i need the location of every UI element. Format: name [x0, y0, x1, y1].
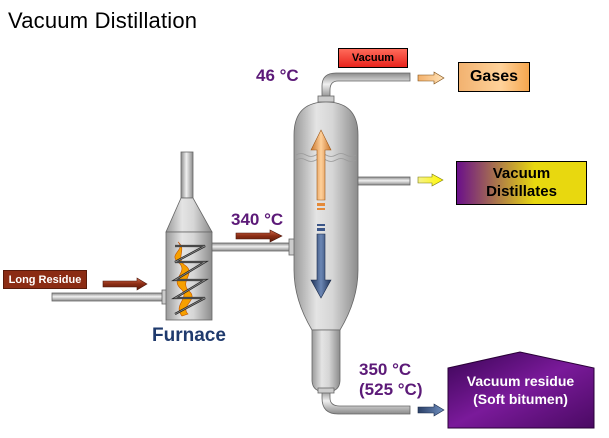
bottom-flange	[317, 387, 335, 394]
distillates-arrow	[417, 173, 444, 187]
top-flange	[317, 95, 335, 103]
bottom-temperature-alt: (525 °C)	[359, 380, 423, 399]
furnace-outlet-arrow	[235, 229, 283, 243]
bottom-temperature: 350 °C	[359, 360, 412, 379]
column-boot	[311, 329, 341, 393]
top-outlet-pipe	[321, 72, 411, 99]
vacuum-residue-line2: (Soft bitumen)	[473, 391, 568, 407]
liquid-down-arrow	[310, 233, 332, 299]
diagram-title: Vacuum Distillation	[8, 8, 198, 33]
top-temperature: 46 °C	[256, 66, 299, 85]
vacuum-residue-box	[447, 351, 595, 429]
column-tray-lines	[295, 153, 357, 162]
furnace-stack	[180, 151, 194, 199]
furnace-outlet-pipe	[211, 242, 293, 252]
long-residue-arrow	[102, 277, 148, 291]
gases-arrow	[417, 71, 445, 85]
vacuum-distillates-box: Vacuum Distillates	[456, 161, 587, 205]
vacuum-distillates-line2: Distillates	[486, 183, 557, 200]
inlet-pipe	[51, 292, 168, 302]
gases-box: Gases	[458, 62, 530, 92]
furnace-outlet-temperature: 340 °C	[231, 210, 284, 229]
furnace-label: Furnace	[152, 325, 226, 346]
vapor-up-arrow	[310, 129, 332, 201]
bottom-outlet-pipe	[321, 389, 411, 415]
long-residue-box: Long Residue	[3, 270, 87, 289]
vacuum-label: Vacuum	[338, 48, 408, 68]
vacuum-residue-line1: Vacuum residue	[466, 373, 575, 389]
furnace-hood	[165, 197, 213, 233]
vacuum-distillates-line1: Vacuum	[492, 165, 551, 182]
distillation-column	[293, 101, 359, 331]
residue-arrow	[417, 403, 445, 417]
side-draw-pipe	[357, 176, 411, 186]
vacuum-residue-label: Vacuum residue (Soft bitumen)	[448, 372, 593, 408]
